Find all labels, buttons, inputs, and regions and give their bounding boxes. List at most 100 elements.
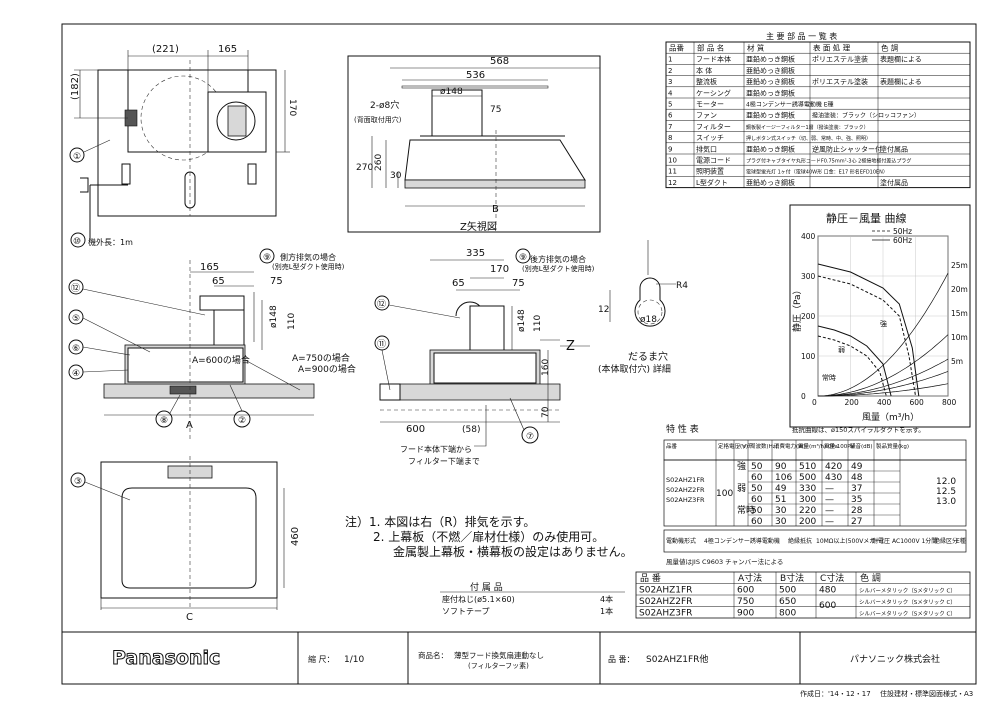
- notes: 注）1. 本図は右（R）排気を示す。 2. 上幕板（不燃／扉材仕様）のみ使用可。…: [345, 514, 633, 559]
- spec-cell-2-4: —: [825, 484, 834, 494]
- parts-cell-2-2: 亜鉛めっき鋼板: [746, 77, 795, 86]
- spec-cell-5-5: 27: [851, 517, 862, 527]
- parts-cell-0-2: 亜鉛めっき鋼板: [746, 55, 795, 64]
- spec-cell-4-2: 30: [775, 506, 787, 516]
- parts-cell-9-2: プラグ付キャブタイヤ丸形コードF0.75mm²-3心 2極接地極付差込プラグ: [746, 158, 911, 165]
- spec-cell-2-2: 49: [775, 484, 787, 494]
- parts-cell-11-2: 亜鉛めっき鋼板: [746, 178, 795, 187]
- callout-9a: [259, 248, 275, 264]
- keyhole-title: だるま穴: [628, 350, 668, 363]
- callout-5: [68, 309, 84, 325]
- callout-9a-label: ⑨: [263, 253, 271, 263]
- callout-3-label: ③: [74, 477, 82, 487]
- callout-8-label: ⑧: [160, 416, 168, 426]
- spec-cell-5-4: —: [825, 517, 834, 527]
- model-cell-1-2: 650: [779, 597, 796, 607]
- callout-9b-label: ⑨: [519, 253, 527, 263]
- callout-12a: [68, 279, 84, 295]
- side-dim-160: 160: [541, 359, 551, 376]
- chart-duct-label: 15m: [951, 309, 968, 318]
- parts-cell-4-0: 5: [668, 101, 672, 109]
- model-cell-0-0: S02AHZ1FR: [639, 586, 692, 596]
- model-header-1: A寸法: [738, 572, 762, 584]
- front-note-side: 側方排気の場合: [280, 252, 336, 262]
- spec-class: E種: [956, 537, 966, 545]
- chart-duct-curve: [818, 371, 949, 397]
- bottom-label-c: C: [186, 612, 193, 623]
- side-dim-75: 75: [512, 278, 525, 289]
- accessories-title: 付 属 品: [470, 582, 503, 593]
- z-hole-note-sub: (背面取付用穴): [354, 115, 402, 124]
- spec-cell-5-2: 30: [775, 517, 787, 527]
- parts-cell-5-1: ファン: [696, 112, 717, 120]
- chart-series-1: [817, 325, 892, 397]
- spec-header-frame: [663, 439, 967, 461]
- model-cell-2-0: S02AHZ3FR: [639, 609, 692, 619]
- product-label: 商品名：: [418, 650, 448, 660]
- front-dim-110: 110: [287, 313, 297, 330]
- front-a750: A=750の場合: [292, 352, 350, 364]
- side-view: 335 170 65 75 ø148 110 160 70 600 (58) 後…: [374, 248, 595, 466]
- chart-speed-label: 弱: [838, 346, 845, 354]
- plan-dim-170: 170: [287, 99, 297, 116]
- chart-speed-label: 強: [880, 320, 887, 328]
- parts-cell-7-0: 8: [668, 134, 672, 142]
- spec-header-6: 風量 100Pa: [824, 443, 854, 450]
- chart-duct-label: 25m: [951, 261, 968, 270]
- parts-cell-11-1: L型ダクト: [696, 178, 728, 187]
- parts-cell-7-1: スイッチ: [696, 134, 724, 142]
- callout-10-label: ⑩: [73, 237, 81, 247]
- accessory-1-qty: 4本: [600, 594, 613, 604]
- model-header-2: B寸法: [780, 572, 804, 584]
- accessory-1-name: 座付ねじ(ø5.1×60): [442, 594, 515, 604]
- chart-legend-50: 50Hz: [893, 227, 912, 236]
- spec-cell-3-4: —: [825, 495, 834, 505]
- parts-cell-1-1: 本 体: [696, 66, 712, 75]
- side-label-z: Z: [566, 339, 575, 354]
- keyhole-sub: (本体取付穴) 詳細: [598, 363, 671, 375]
- side-dim-335: 335: [466, 248, 485, 259]
- model-header-3: C寸法: [820, 572, 844, 584]
- front-note-side-sub: (別売L型ダクト使用時): [272, 262, 345, 271]
- parts-cell-1-0: 2: [668, 67, 672, 75]
- chart-x-tick: 600: [910, 398, 925, 407]
- chart-duct-label: 10m: [951, 333, 968, 342]
- spec-header-4: 消費電力(W): [774, 442, 806, 450]
- z-view: 568 536 ø148 75 2-ø8穴 (背面取付用穴) 270 260 3…: [347, 55, 601, 233]
- callout-8: [155, 410, 173, 428]
- chart-duct-label: 20m: [951, 285, 968, 294]
- chart-ylabel: 静圧（Pa）: [791, 285, 803, 332]
- spec-cell-1-2: 106: [775, 473, 792, 483]
- front-a900: A=900の場合: [298, 363, 356, 375]
- parts-cell-2-0: 3: [668, 78, 672, 86]
- model-header-4: 色 調: [860, 572, 881, 584]
- chart-x-tick: 200: [845, 398, 860, 407]
- parts-cell-0-1: フード本体: [696, 55, 731, 64]
- parts-cell-3-2: 亜鉛めっき鋼板: [746, 88, 795, 97]
- z-dim-75: 75: [490, 105, 501, 115]
- parts-cell-2-1: 整流板: [696, 77, 717, 86]
- plan-dim-165: 165: [218, 44, 237, 55]
- model-cell-1-3: 600: [819, 601, 836, 611]
- product-name: 薄型フード換気扇連動なし: [454, 650, 544, 660]
- callout-1-label: ①: [73, 152, 81, 162]
- model-cell-2-2: 800: [779, 609, 796, 619]
- callout-12a-label: ⑫: [71, 283, 80, 294]
- spec-withstand-label: 耐電圧: [872, 537, 890, 545]
- bottom-view: C 460 ③: [70, 456, 301, 623]
- spec-cell-2-3: 330: [799, 484, 816, 494]
- plan-dim-182: (182): [70, 73, 81, 100]
- parts-cell-0-3: ポリエステル塗装: [812, 55, 868, 64]
- parts-cell-8-0: 9: [668, 145, 672, 153]
- front-dim-165: 165: [200, 262, 219, 273]
- callout-2-label: ②: [238, 416, 246, 426]
- parts-cell-5-2: 亜鉛めっき鋼板: [746, 111, 795, 120]
- parts-table-title: 主 要 部 品 一 覧 表: [766, 31, 837, 41]
- spec-header-1: 定格電圧(V): [718, 442, 748, 450]
- footer-format: 住設建材・標準図面様式・A3: [880, 689, 973, 698]
- chart-series-0: [817, 335, 887, 397]
- parts-cell-9-0: 10: [668, 157, 677, 165]
- z-dim-148: ø148: [440, 87, 463, 97]
